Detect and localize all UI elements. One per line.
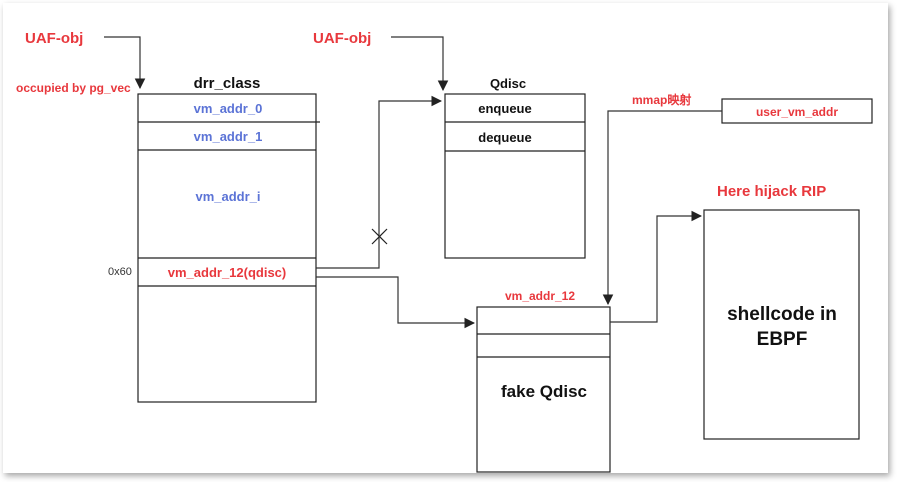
drr-row-vm-addr-0: vm_addr_0 <box>194 101 263 116</box>
offset-label: 0x60 <box>108 266 132 278</box>
qdisc-title: Qdisc <box>490 76 526 91</box>
hijack-arrow <box>610 210 703 323</box>
drr-class-box <box>137 93 317 403</box>
shellcode-box <box>703 209 860 440</box>
qdisc-row-dequeue: dequeue <box>478 130 531 145</box>
drr-row-vm-addr-1: vm_addr_1 <box>194 129 263 144</box>
occupied-by-label: occupied by pg_vec <box>16 81 131 95</box>
qdisc-box <box>444 93 586 259</box>
fake-qdisc-label: fake Qdisc <box>501 382 587 401</box>
shellcode-line1: shellcode in <box>727 304 837 325</box>
drr-class-title: drr_class <box>194 75 261 92</box>
uaf-left-arrow <box>104 36 146 90</box>
hijack-label: Here hijack RIP <box>717 183 826 200</box>
user-vm-addr-label: user_vm_addr <box>756 105 838 119</box>
shellcode-line2: EBPF <box>757 329 808 350</box>
fake-qdisc-header: vm_addr_12 <box>505 289 575 303</box>
mmap-arrow <box>602 110 722 306</box>
drr-row-vm-addr-12: vm_addr_12(qdisc) <box>168 265 287 280</box>
uaf-obj-left-label: UAF-obj <box>25 30 83 47</box>
fake-qdisc-link-arrow <box>316 276 476 329</box>
drr-row-vm-addr-i: vm_addr_i <box>195 189 260 204</box>
mmap-label: mmap映射 <box>632 92 691 107</box>
broken-qdisc-link-arrow <box>316 95 443 269</box>
qdisc-row-enqueue: enqueue <box>478 101 531 116</box>
cross-mark <box>371 228 388 245</box>
uaf-right-arrow <box>391 36 449 92</box>
uaf-obj-right-label: UAF-obj <box>313 30 371 47</box>
user-vm-addr-box <box>721 98 873 124</box>
